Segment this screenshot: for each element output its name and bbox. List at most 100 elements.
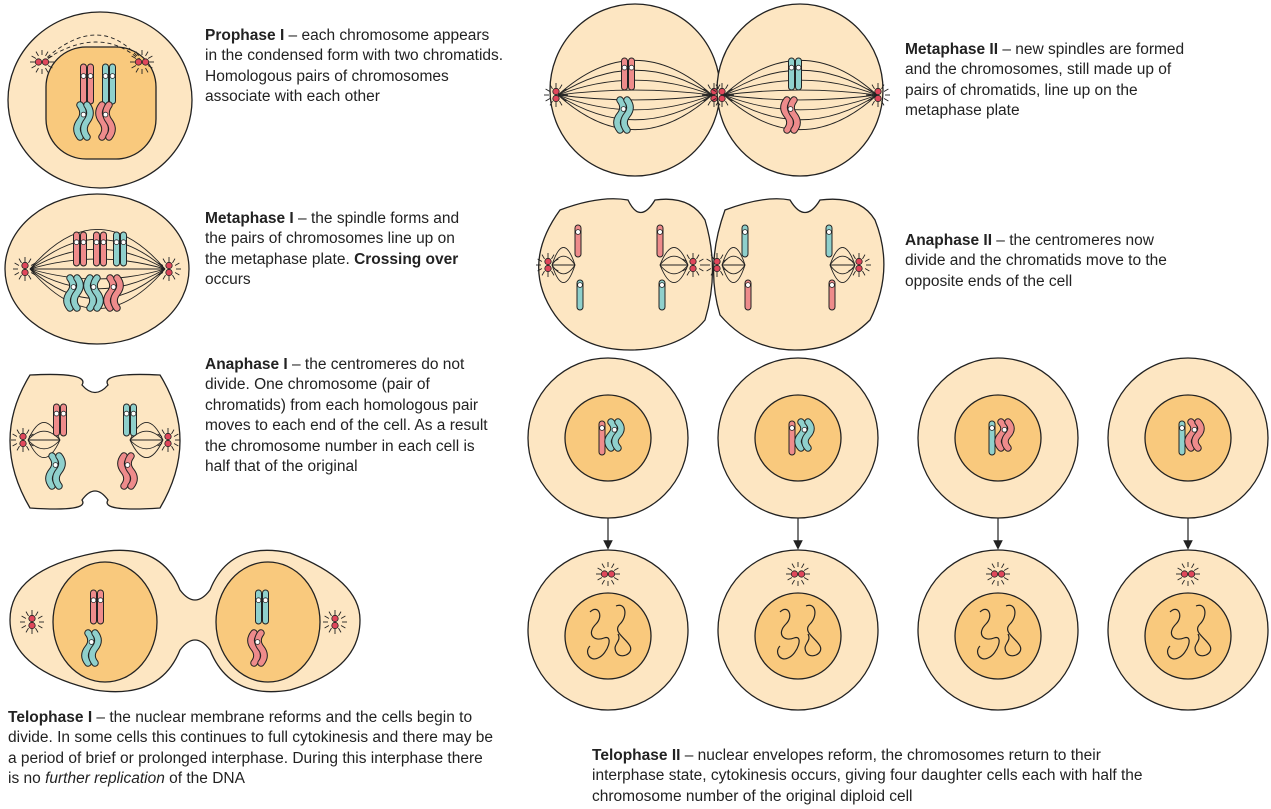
spindle-fiber bbox=[829, 264, 856, 275]
aster-ray bbox=[161, 429, 165, 435]
aster-ray bbox=[707, 84, 711, 90]
spindle-fiber bbox=[129, 439, 164, 450]
centromere bbox=[93, 239, 100, 246]
aster-ray bbox=[172, 274, 176, 280]
aster-ray bbox=[47, 65, 53, 69]
spindle-fiber bbox=[721, 264, 746, 275]
spindle-fiber bbox=[659, 255, 689, 266]
telophase-i-text: – the nuclear membrane reforms and the c… bbox=[8, 709, 494, 788]
centromere bbox=[109, 73, 116, 79]
centromere bbox=[110, 284, 117, 290]
aster-ray bbox=[787, 567, 793, 571]
chromatid bbox=[628, 57, 635, 91]
centromere bbox=[100, 239, 107, 246]
prophase-i-cell bbox=[7, 11, 193, 189]
aster-ray bbox=[883, 88, 889, 92]
aster-ray bbox=[720, 270, 724, 276]
aster-ray bbox=[1191, 579, 1195, 585]
chromatid bbox=[102, 63, 109, 105]
centriole bbox=[855, 257, 863, 266]
crossing-over-term: Crossing over bbox=[354, 250, 459, 268]
aster-ray bbox=[715, 100, 719, 106]
aster-ray bbox=[545, 88, 551, 92]
spindle-fiber bbox=[551, 255, 576, 266]
aster-ray bbox=[848, 258, 854, 262]
telophase-ii-cell-3 bbox=[917, 357, 1079, 550]
centriole bbox=[552, 87, 560, 96]
chromatid bbox=[93, 231, 100, 267]
aster-ray bbox=[18, 274, 22, 280]
cell-membrane bbox=[538, 198, 714, 351]
aster-ray bbox=[706, 268, 712, 272]
aster-ray bbox=[711, 88, 717, 92]
spindle-fiber bbox=[557, 89, 713, 96]
centromere bbox=[659, 282, 665, 288]
centriole bbox=[1187, 570, 1196, 578]
aster-ray bbox=[703, 98, 709, 102]
centromere bbox=[53, 410, 60, 417]
aster-ray bbox=[35, 611, 39, 617]
aster-ray bbox=[35, 67, 39, 73]
chromatid bbox=[1185, 419, 1197, 451]
centromere bbox=[1179, 425, 1185, 431]
aster-ray bbox=[991, 579, 995, 585]
aster-ray bbox=[715, 84, 719, 90]
centriole bbox=[134, 58, 143, 66]
centromere bbox=[787, 106, 794, 112]
chromatid bbox=[118, 453, 130, 489]
metaphase-i-text: – the spindle forms and the pairs of chr… bbox=[205, 210, 460, 268]
aster-ray bbox=[710, 270, 714, 276]
spindle-fiber bbox=[723, 94, 878, 131]
nucleus bbox=[754, 592, 842, 680]
centromere bbox=[599, 425, 605, 431]
chromatid bbox=[91, 275, 103, 311]
centromere bbox=[621, 64, 628, 71]
aster-ray bbox=[25, 611, 29, 617]
chromatid bbox=[120, 231, 127, 267]
telophase-ii-text: – nuclear envelopes reform, the chromoso… bbox=[592, 747, 1143, 805]
centromere bbox=[829, 282, 835, 288]
aster-ray bbox=[1177, 577, 1183, 581]
chromatid bbox=[73, 231, 80, 267]
aster-ray bbox=[613, 567, 619, 571]
spindle-fiber bbox=[27, 439, 61, 459]
aster-ray bbox=[883, 98, 889, 102]
chromatid bbox=[64, 275, 76, 311]
chromatid bbox=[113, 231, 120, 267]
anaphase-i-title: Anaphase I bbox=[205, 356, 288, 373]
aster-ray bbox=[172, 258, 176, 264]
centriole bbox=[607, 570, 616, 578]
aster-ray bbox=[145, 51, 149, 57]
telophase-i-tail: of the DNA bbox=[164, 770, 245, 788]
anaphase-ii-title: Anaphase II bbox=[905, 232, 992, 249]
centromere bbox=[123, 410, 130, 417]
aster-ray bbox=[682, 268, 688, 272]
chromatid bbox=[612, 419, 624, 451]
aster-ray bbox=[601, 563, 605, 569]
aster-ray bbox=[16, 429, 20, 435]
aster-ray bbox=[145, 67, 149, 73]
metaphase-i-caption: Metaphase I – the spindle forms and the … bbox=[205, 209, 465, 291]
spindle-fiber bbox=[551, 264, 576, 275]
aster-ray bbox=[549, 84, 553, 90]
chromatid bbox=[111, 275, 123, 311]
telophase-ii-cell-1 bbox=[527, 357, 689, 550]
aster-ray bbox=[12, 443, 18, 447]
chromatid bbox=[82, 630, 94, 666]
centriole bbox=[165, 268, 173, 277]
aster-ray bbox=[537, 268, 543, 272]
aster-ray bbox=[28, 274, 32, 280]
aster-ray bbox=[157, 443, 163, 447]
anaphase-ii-text: – the centromeres now divide and the chr… bbox=[905, 232, 1167, 290]
nucleus bbox=[52, 561, 158, 683]
spindle-fiber bbox=[659, 264, 689, 284]
prophase-i-title: Prophase I bbox=[205, 27, 285, 44]
centromere bbox=[124, 462, 131, 468]
aster-ray bbox=[161, 445, 165, 451]
spindle-fiber bbox=[27, 430, 61, 441]
telophase-ii-caption: Telophase II – nuclear envelopes reform,… bbox=[592, 746, 1152, 807]
spindle-fiber bbox=[721, 255, 746, 266]
aster-ray bbox=[991, 563, 995, 569]
chromatid bbox=[96, 102, 108, 140]
spindle-fiber bbox=[829, 255, 856, 266]
